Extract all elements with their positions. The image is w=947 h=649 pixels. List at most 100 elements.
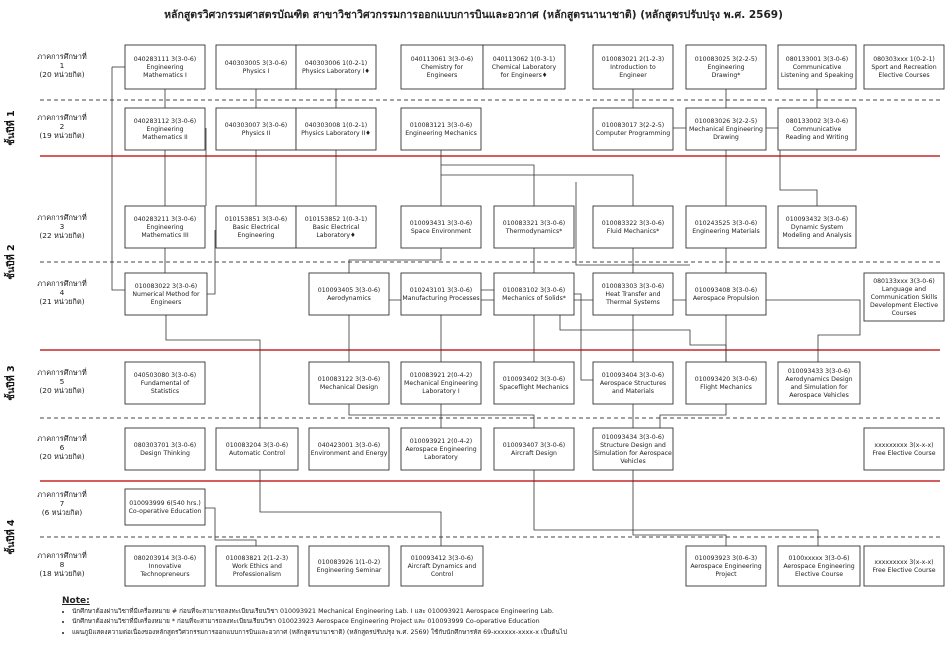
course-name: Thermodynamics*	[505, 228, 563, 235]
course-code: 010093420 3(3-0-6)	[695, 376, 757, 383]
course-code: 010093999 6(540 hrs.)	[129, 500, 201, 507]
year-label: ชั้นปีที่ 3	[3, 365, 17, 400]
course-name: for Engineers♦	[501, 72, 548, 79]
course-code: 040113061 3(3-0-6)	[411, 56, 473, 63]
year-label: ชั้นปีที่ 2	[3, 244, 17, 279]
course-name: Engineers	[427, 72, 458, 79]
course-box-border	[400, 272, 482, 316]
course-name: Co-operative Education	[129, 508, 202, 515]
course-code: 040283211 3(3-0-6)	[134, 216, 196, 223]
course-box-border	[863, 427, 945, 471]
note-item: นักศึกษาต้องผ่านวิชาที่มีเครื่องหมาย * ก…	[72, 617, 922, 627]
course-name: Communicative	[793, 126, 842, 133]
course-name: Engineering Materials	[692, 228, 759, 235]
course-box-border	[124, 488, 206, 526]
course-box-080203914: 080203914 3(3-0-6)InnovativeTechnopreneu…	[124, 545, 206, 587]
course-code: 010243525 3(3-0-6)	[695, 220, 757, 227]
course-name: Engineering	[146, 224, 183, 231]
course-box-010083021: 010083021 2(1-2-3)Introduction toEnginee…	[592, 44, 674, 90]
course-name: and Materials	[612, 388, 654, 395]
course-box-010083321: 010083321 3(3-0-6)Thermodynamics*	[493, 205, 575, 249]
prerequisite-link	[259, 470, 442, 546]
course-box-border	[124, 272, 208, 316]
course-box-border	[777, 205, 857, 249]
term-label-line: 4	[60, 288, 65, 297]
course-box-010153852: 010153852 1(0-3-1)Basic ElectricalLabora…	[295, 205, 377, 249]
course-name: Laboratory	[424, 454, 458, 461]
course-box-border	[685, 44, 767, 90]
course-box-040303005: 040303005 3(3-0-6)Physics I	[215, 44, 297, 90]
term-label-line: 1	[60, 61, 65, 70]
course-name: Engineers	[151, 299, 182, 306]
course-box-border	[592, 427, 674, 471]
course-code: 010083022 3(3-0-6)	[135, 283, 197, 290]
course-name: Design Thinking	[140, 450, 190, 457]
course-name: Fluid Mechanics*	[607, 228, 659, 235]
course-box-border	[124, 361, 206, 405]
term-label-line: 8	[60, 560, 65, 569]
notes-list: นักศึกษาต้องผ่านวิชาที่มีเครื่องหมาย # ก…	[62, 607, 922, 638]
course-box-010083122: 010083122 3(3-0-6)Mechanical Design	[308, 361, 390, 405]
course-code: xxxxxxxxx 3(x-x-x)	[874, 442, 933, 449]
course-box-border	[493, 427, 575, 471]
course-code: 010093408 3(3-0-6)	[695, 287, 757, 294]
course-box-border	[124, 44, 206, 90]
course-code: 010093405 3(3-0-6)	[318, 287, 380, 294]
course-name: Reading and Writing	[786, 134, 849, 141]
course-box-010093405: 010093405 3(3-0-6)Aerodynamics	[308, 272, 390, 316]
course-box-010093432: 010093432 3(3-0-6)Dynamic SystemModeling…	[777, 205, 857, 249]
course-code: 010083121 3(3-0-6)	[410, 122, 472, 129]
course-code: 080303701 3(3-0-6)	[134, 442, 196, 449]
course-box-010083026: 010083026 3(2-2-5)Mechanical Engineering…	[685, 107, 767, 151]
course-code: 010093433 3(3-0-6)	[788, 368, 850, 375]
course-code: 010093434 3(3-0-6)	[602, 434, 664, 441]
notes: Note: นักศึกษาต้องผ่านวิชาที่มีเครื่องหม…	[62, 596, 922, 638]
course-box-010093408: 010093408 3(3-0-6)Aerospace Propulsion	[685, 272, 767, 316]
course-code: 010083921 2(0-4-2)	[410, 372, 472, 379]
course-name: Language and	[882, 286, 926, 293]
course-box-border	[295, 44, 377, 90]
course-box-border	[592, 361, 674, 405]
term-label-line: 6	[60, 443, 65, 452]
course-name: Thermal Systems	[605, 299, 660, 306]
course-box-080303701: 080303701 3(3-0-6)Design Thinking	[124, 427, 206, 471]
term-label: ภาคการศึกษาที่4(21 หน่วยกิต)	[37, 278, 87, 306]
course-box-border	[215, 205, 297, 249]
course-name: Automatic Control	[229, 450, 285, 457]
course-name: Engineering Seminar	[317, 567, 382, 574]
term-label-line: 3	[60, 222, 65, 231]
course-name: Environment and Energy	[311, 450, 388, 457]
course-box-border	[685, 272, 767, 316]
course-box-border	[124, 545, 206, 587]
page-title: หลักสูตรวิศวกรรมศาสตรบัณฑิต สาขาวิชาวิศว…	[164, 9, 783, 21]
course-name: Laboratory I	[422, 388, 460, 395]
course-box-010083121: 010083121 3(3-0-6)Engineering Mechanics	[400, 107, 482, 151]
course-name: Engineer	[619, 72, 647, 79]
course-name: Vehicles	[620, 458, 645, 465]
course-box-010093404: 010093404 3(3-0-6)Aerospace Structuresan…	[592, 361, 674, 405]
course-box-border	[124, 205, 206, 249]
course-code: 010153851 3(3-0-6)	[225, 216, 287, 223]
course-name: Development Elective	[870, 302, 938, 309]
course-box-080303xxx: 080303xxx 1(0-2-1)Sport and RecreationEl…	[863, 44, 945, 90]
course-box-040283111: 040283111 3(3-0-6)EngineeringMathematics…	[124, 44, 206, 90]
term-label-line: (20 หน่วยกิต)	[39, 386, 84, 395]
course-name: Space Environment	[411, 228, 472, 235]
term-label-line: ภาคการศึกษาที่	[37, 278, 87, 288]
course-box-010093434: 010093434 3(3-0-6)Structure Design andSi…	[592, 427, 674, 471]
course-name: Chemical Laboratory	[492, 64, 557, 71]
term-label-line: 5	[60, 377, 65, 386]
course-name: Project	[715, 571, 737, 578]
course-name: Structure Design and	[600, 442, 666, 449]
prerequisite-link	[165, 315, 261, 428]
course-box-border	[592, 107, 674, 151]
course-code: 010093432 3(3-0-6)	[786, 216, 848, 223]
course-box-border	[400, 361, 482, 405]
course-name: Laboratory♦	[316, 232, 355, 239]
prerequisite-link	[348, 404, 535, 428]
course-name: Basic Electrical	[313, 224, 360, 231]
course-code: 040503080 3(3-0-6)	[134, 372, 196, 379]
course-code: 010093402 3(3-0-6)	[503, 376, 565, 383]
term-label: ภาคการศึกษาที่7(6 หน่วยกิต)	[37, 489, 87, 517]
course-box-border	[493, 361, 575, 405]
